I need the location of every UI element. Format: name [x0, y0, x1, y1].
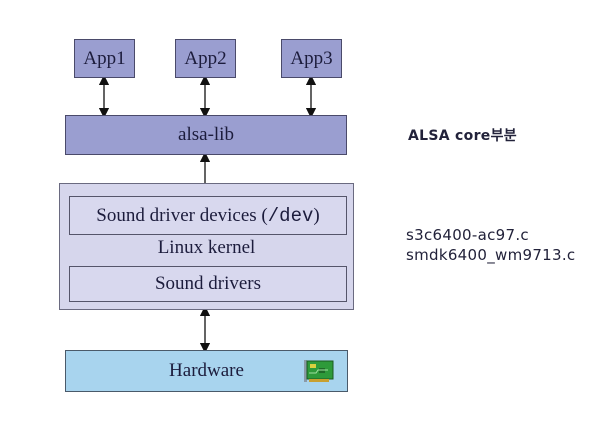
- app1-box: App1: [74, 39, 135, 78]
- devices-label-path: /dev: [267, 204, 314, 227]
- sound-drivers-label: Sound drivers: [154, 273, 262, 294]
- driver-file-annotation: s3c6400-ac97.c: [406, 226, 529, 244]
- alsa-core-annotation: ALSA core부분: [408, 128, 517, 144]
- app3-label: App3: [290, 47, 333, 69]
- sound-card-icon: [304, 360, 334, 382]
- hardware-label: Hardware: [169, 360, 244, 381]
- driver-file-annotation: smdk6400_wm9713.c: [406, 246, 576, 264]
- sound-driver-devices-box: Sound driver devices (/dev): [69, 196, 347, 235]
- alsa-lib-label: alsa-lib: [178, 124, 234, 145]
- hardware-box: Hardware: [65, 350, 348, 392]
- linux-kernel-box: Sound driver devices (/dev) Linux kernel…: [59, 183, 354, 310]
- devices-label-prefix: Sound driver devices (: [96, 204, 268, 226]
- alsa-lib-box: alsa-lib: [65, 115, 347, 155]
- app3-box: App3: [281, 39, 342, 78]
- app2-label: App2: [184, 47, 227, 69]
- app2-box: App2: [175, 39, 236, 78]
- sound-drivers-box: Sound drivers: [69, 266, 347, 302]
- app1-label: App1: [83, 47, 126, 69]
- linux-kernel-label: Linux kernel: [157, 237, 256, 258]
- devices-label-suffix: ): [313, 204, 320, 226]
